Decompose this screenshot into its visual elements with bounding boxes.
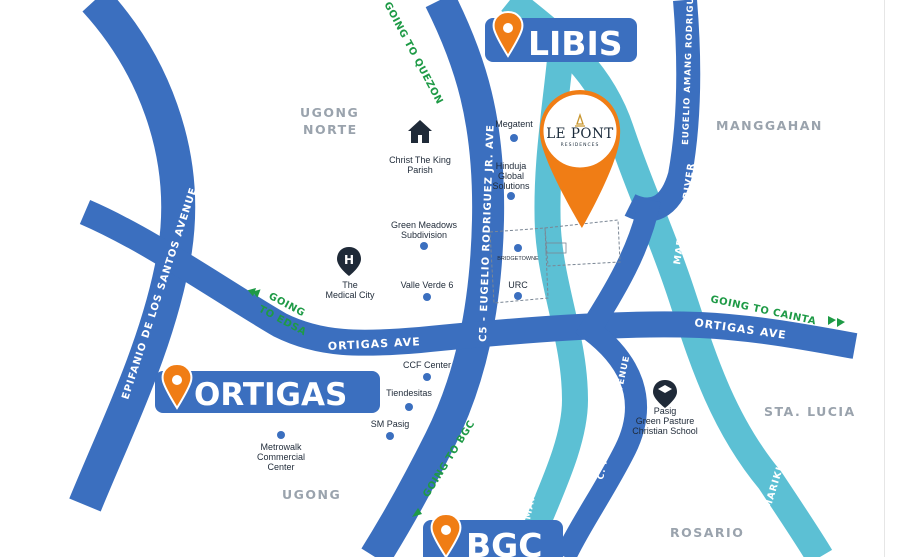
poi-pasig-green-line3: Christian School bbox=[632, 426, 698, 436]
poi-hinduja-line2: Global bbox=[498, 171, 524, 181]
arrow-to-cainta-2 bbox=[837, 318, 845, 327]
poi-hinduja-line3: Solutions bbox=[492, 181, 530, 191]
le-pont-logo-icon bbox=[575, 112, 585, 127]
le-pont-brand-name: LE PONT bbox=[546, 126, 614, 142]
poi-valle-verde-label: Valle Verde 6 bbox=[401, 280, 454, 290]
hub-libis[interactable]: LIBIS bbox=[485, 10, 637, 63]
poi-christ-king-line1: Christ The King bbox=[389, 155, 451, 165]
arrow-to-cainta-1 bbox=[828, 316, 836, 325]
district-manggahan: MANGGAHAN bbox=[716, 118, 823, 133]
poi-valle-verde-dot[interactable] bbox=[423, 293, 431, 301]
hospital-icon-letter: H bbox=[344, 253, 354, 267]
arrow-to-edsa-2 bbox=[252, 289, 261, 298]
bgc-pin-dot bbox=[441, 525, 451, 535]
hospital-icon bbox=[337, 247, 361, 276]
libis-pin-dot bbox=[503, 23, 513, 33]
le-pont-pin[interactable]: LE PONT RESIDENCES bbox=[539, 90, 621, 228]
bgc-pin-icon bbox=[430, 512, 462, 557]
poi-sm-pasig-label: SM Pasig bbox=[371, 419, 410, 429]
poi-pasig-green-line2: Green Pasture bbox=[636, 416, 695, 426]
poi-green-meadows-dot[interactable] bbox=[420, 242, 428, 250]
poi-green-meadows-line1: Green Meadows bbox=[391, 220, 458, 230]
poi-pasig-green-line1: Pasig bbox=[654, 406, 677, 416]
school-icon-cap bbox=[658, 385, 672, 393]
hub-ortigas[interactable]: ORTIGAS bbox=[155, 362, 380, 413]
ortigas-label-left: ORTIGAS AVE bbox=[327, 335, 421, 353]
district-rosario: ROSARIO bbox=[670, 525, 744, 540]
ortigas-pin-dot bbox=[172, 375, 182, 385]
district-sta-lucia: STA. LUCIA bbox=[764, 404, 856, 419]
poi-ccf-label: CCF Center bbox=[403, 360, 451, 370]
hub-ortigas-badge bbox=[155, 371, 380, 413]
district-ugong: UGONG bbox=[282, 487, 341, 502]
poi-sm-pasig-dot[interactable] bbox=[386, 432, 394, 440]
school-icon bbox=[653, 380, 677, 408]
poi-urc-dot[interactable] bbox=[514, 292, 522, 300]
poi-metrowalk-dot[interactable] bbox=[277, 431, 285, 439]
ortigas-avenue bbox=[79, 200, 858, 359]
ortigas-pin-icon bbox=[161, 362, 193, 410]
libis-pin-icon bbox=[492, 10, 524, 58]
church-icon bbox=[408, 120, 432, 143]
poi-tiendesitas-label: Tiendesitas bbox=[386, 388, 432, 398]
church-door bbox=[418, 135, 422, 143]
hub-libis-label: LIBIS bbox=[528, 24, 623, 63]
poi-ccf-dot[interactable] bbox=[423, 373, 431, 381]
marikina-river-main bbox=[501, 0, 833, 557]
hub-ortigas-label: ORTIGAS bbox=[194, 377, 347, 413]
poi-megatent-label: Megatent bbox=[495, 119, 533, 129]
poi-metrowalk-line3: Center bbox=[267, 462, 294, 472]
arrow-to-bgc bbox=[412, 508, 422, 517]
poi-hinduja-line1: Hinduja bbox=[496, 161, 527, 171]
poi-megatent-dot[interactable] bbox=[510, 134, 518, 142]
poi-tiendesitas-dot[interactable] bbox=[405, 403, 413, 411]
site-marker-box bbox=[545, 242, 567, 254]
raymundo-road bbox=[555, 197, 661, 557]
poi-bridgetowne-label: BRIDGETOWNE bbox=[497, 256, 539, 262]
poi-metrowalk-line1: Metrowalk bbox=[260, 442, 302, 452]
poi-hinduja-dot[interactable] bbox=[507, 192, 515, 200]
hub-bgc[interactable]: BGC bbox=[423, 512, 563, 557]
right-margin-panel bbox=[884, 0, 918, 557]
poi-urc-label: URC bbox=[508, 280, 528, 290]
c5-road bbox=[361, 0, 505, 557]
arrow-to-edsa-1 bbox=[247, 287, 257, 297]
poi-bridgetowne-dot[interactable] bbox=[514, 244, 522, 252]
le-pont-pin-disc bbox=[540, 91, 620, 171]
poi-medical-city-line1: The bbox=[342, 280, 358, 290]
poi-metrowalk-line2: Commercial bbox=[257, 452, 305, 462]
hub-bgc-label: BGC bbox=[466, 526, 542, 557]
district-ugong-norte-line1: UGONG bbox=[300, 105, 359, 120]
bridgetowne-outline bbox=[489, 227, 549, 304]
poi-medical-city-line2: Medical City bbox=[325, 290, 375, 300]
poi-christ-king-line2: Parish bbox=[407, 165, 433, 175]
district-ugong-norte-line2: NORTE bbox=[303, 122, 358, 137]
poi-green-meadows-line2: Subdivision bbox=[401, 230, 447, 240]
le-pont-brand-tagline: RESIDENCES bbox=[561, 142, 600, 148]
